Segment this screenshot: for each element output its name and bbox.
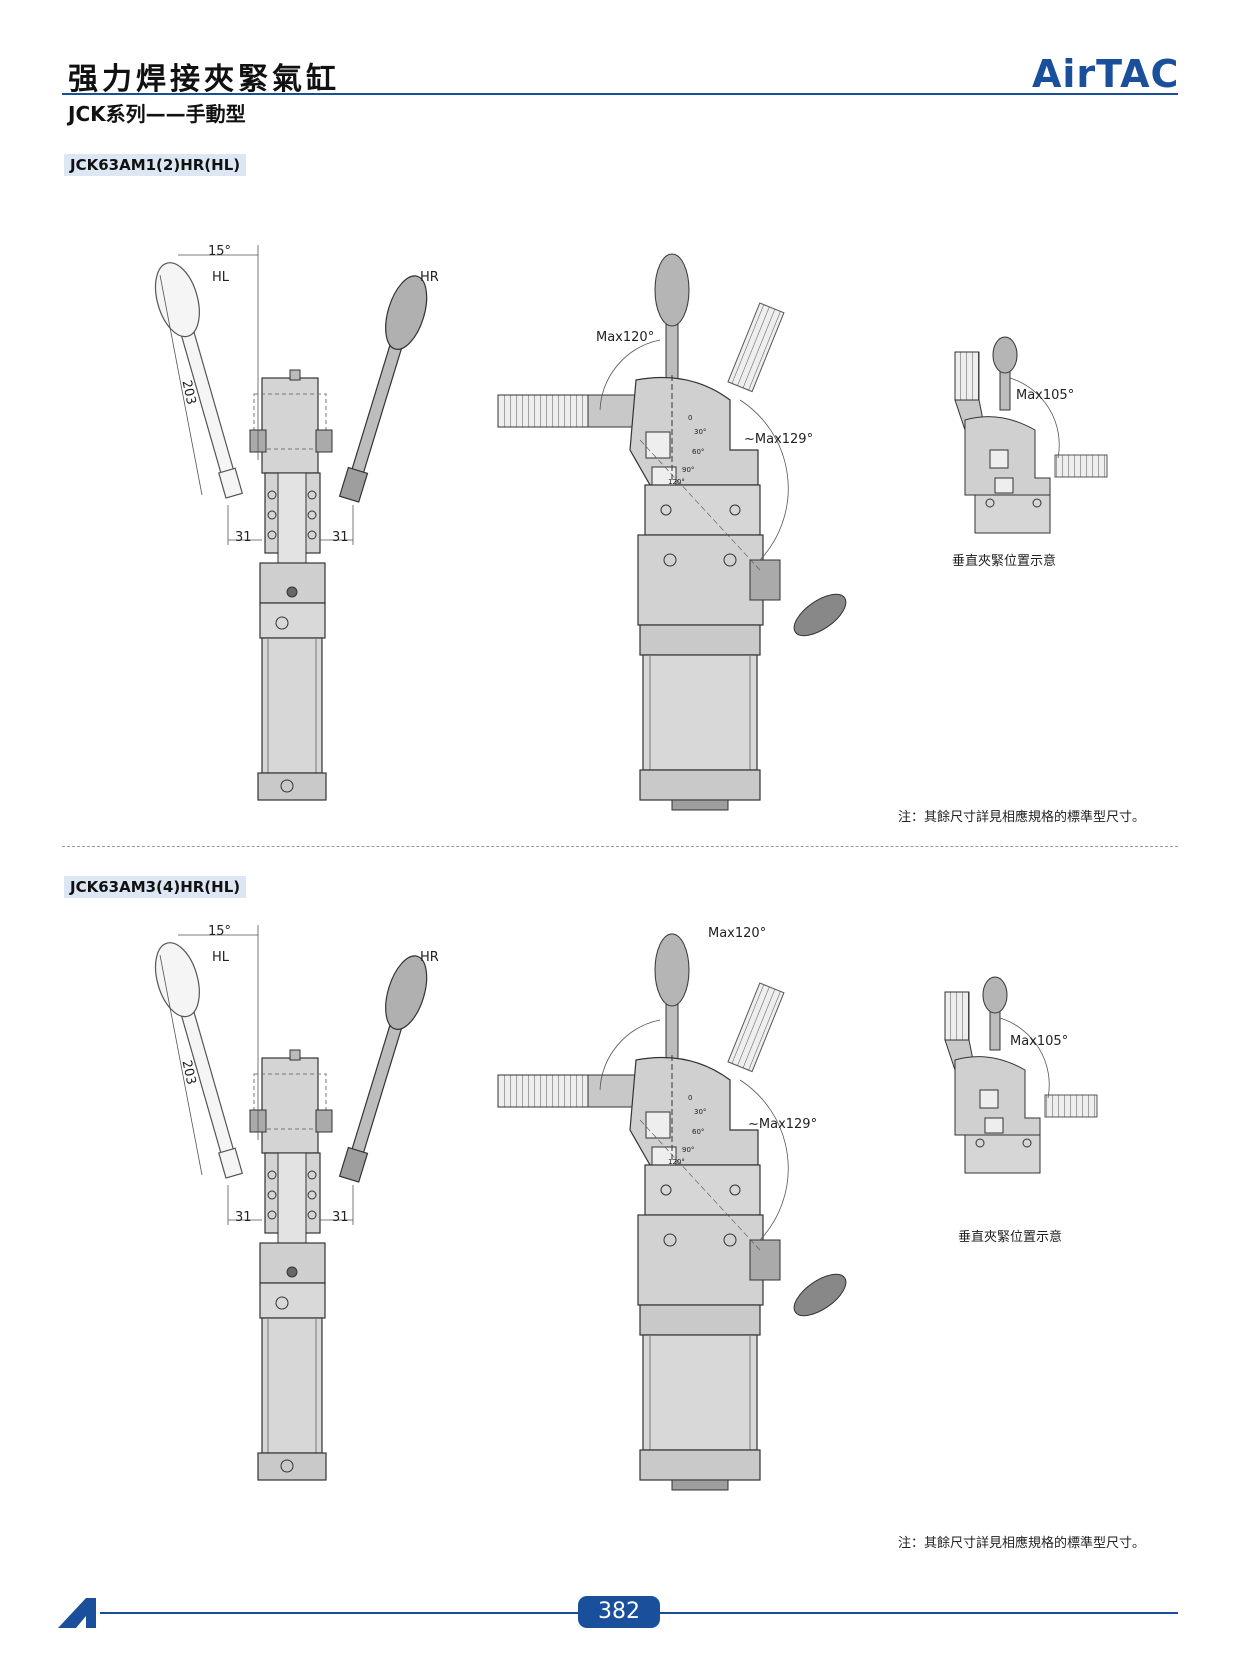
airtac-logo: AirTAC [1032,52,1180,96]
s2-tick-120: 120° [668,1158,685,1166]
footer-logo-icon [58,1598,96,1628]
s2-tick-90: 90° [682,1146,695,1154]
s1-tick-30: 30° [694,428,707,436]
s2-vertical-max: Max105° [1010,1034,1069,1049]
s2-hl-label: HL [212,950,230,965]
s2-dim-left: 31 [235,1210,252,1225]
s2-vertical-caption: 垂直夾緊位置示意 [958,1230,1063,1245]
s1-note: 注：其餘尺寸詳見相應規格的標準型尺寸。 [898,810,1146,825]
s2-max-open: Max120° [708,926,767,941]
s1-tick-120: 120° [668,478,685,486]
s1-hl-label: HL [212,270,230,285]
s2-hr-label: HR [420,950,439,965]
s1-vertical-max: Max105° [1016,388,1075,403]
page-number: 382 [578,1596,660,1628]
section-1-model-label: JCK63AM1(2)HR(HL) [64,154,247,176]
section-2-model-label: JCK63AM3(4)HR(HL) [64,876,247,898]
s2-angle-label: 15° [208,924,232,939]
s1-tick-60: 60° [692,448,705,456]
s2-tick-60: 60° [692,1128,705,1136]
s2-dim-right: 31 [332,1210,349,1225]
s1-vertical-caption: 垂直夾緊位置示意 [952,554,1057,569]
s1-dim-left: 31 [235,530,252,545]
page-title: 强力焊接夾緊氣缸 [68,62,340,97]
s1-hr-label: HR [420,270,439,285]
s1-max-open: Max120° [596,330,655,345]
s1-angle-label: 15° [208,244,232,259]
s1-tick-90: 90° [682,466,695,474]
s2-note: 注：其餘尺寸詳見相應規格的標準型尺寸。 [898,1536,1146,1551]
s1-tick-0: 0 [688,414,693,422]
s1-max-swing: ~Max129° [744,432,814,447]
header-rule [62,93,1178,95]
s2-tick-30: 30° [694,1108,707,1116]
s2-max-swing: ~Max129° [748,1117,818,1132]
s1-dim-right: 31 [332,530,349,545]
section-divider [62,846,1178,847]
page-subtitle: JCK系列——手動型 [68,102,246,126]
s2-tick-0: 0 [688,1094,693,1102]
